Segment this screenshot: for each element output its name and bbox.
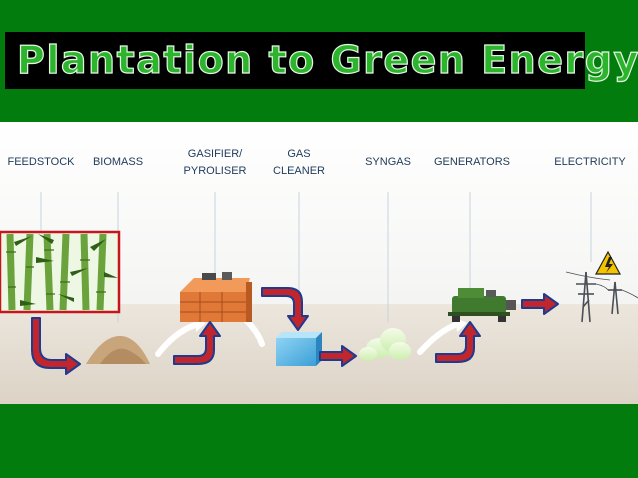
stage-label-feedstock: FEEDSTOCK <box>7 156 75 168</box>
process-diagram: FEEDSTOCK BIOMASS GASIFIER/ PYROLISER GA… <box>0 122 638 404</box>
generator-icon <box>448 288 516 322</box>
stage-label-electricity: ELECTRICITY <box>554 156 626 168</box>
stage-label-syngas: SYNGAS <box>365 156 411 168</box>
syngas-cloud-icon <box>359 328 411 361</box>
power-pylon-icon <box>565 271 638 323</box>
stage-label-gasifier: GASIFIER/ PYROLISER <box>183 148 247 177</box>
biomass-pile-icon <box>86 335 150 364</box>
stage-label-biomass: BIOMASS <box>92 156 144 168</box>
bamboo-plantation-image <box>0 230 121 314</box>
high-voltage-warning-icon <box>594 250 622 275</box>
stage-label-generators: GENERATORS <box>434 156 510 168</box>
process-diagram-graphic <box>0 122 638 404</box>
stage-label-gas-cleaner: GAS CLEANER <box>273 148 325 177</box>
slide-title: Plantation to Green Energy <box>16 37 638 82</box>
gasifier-furnace-icon <box>180 272 252 322</box>
gas-cleaner-box-icon <box>276 332 322 366</box>
title-banner: Plantation to Green Energy <box>5 32 638 89</box>
